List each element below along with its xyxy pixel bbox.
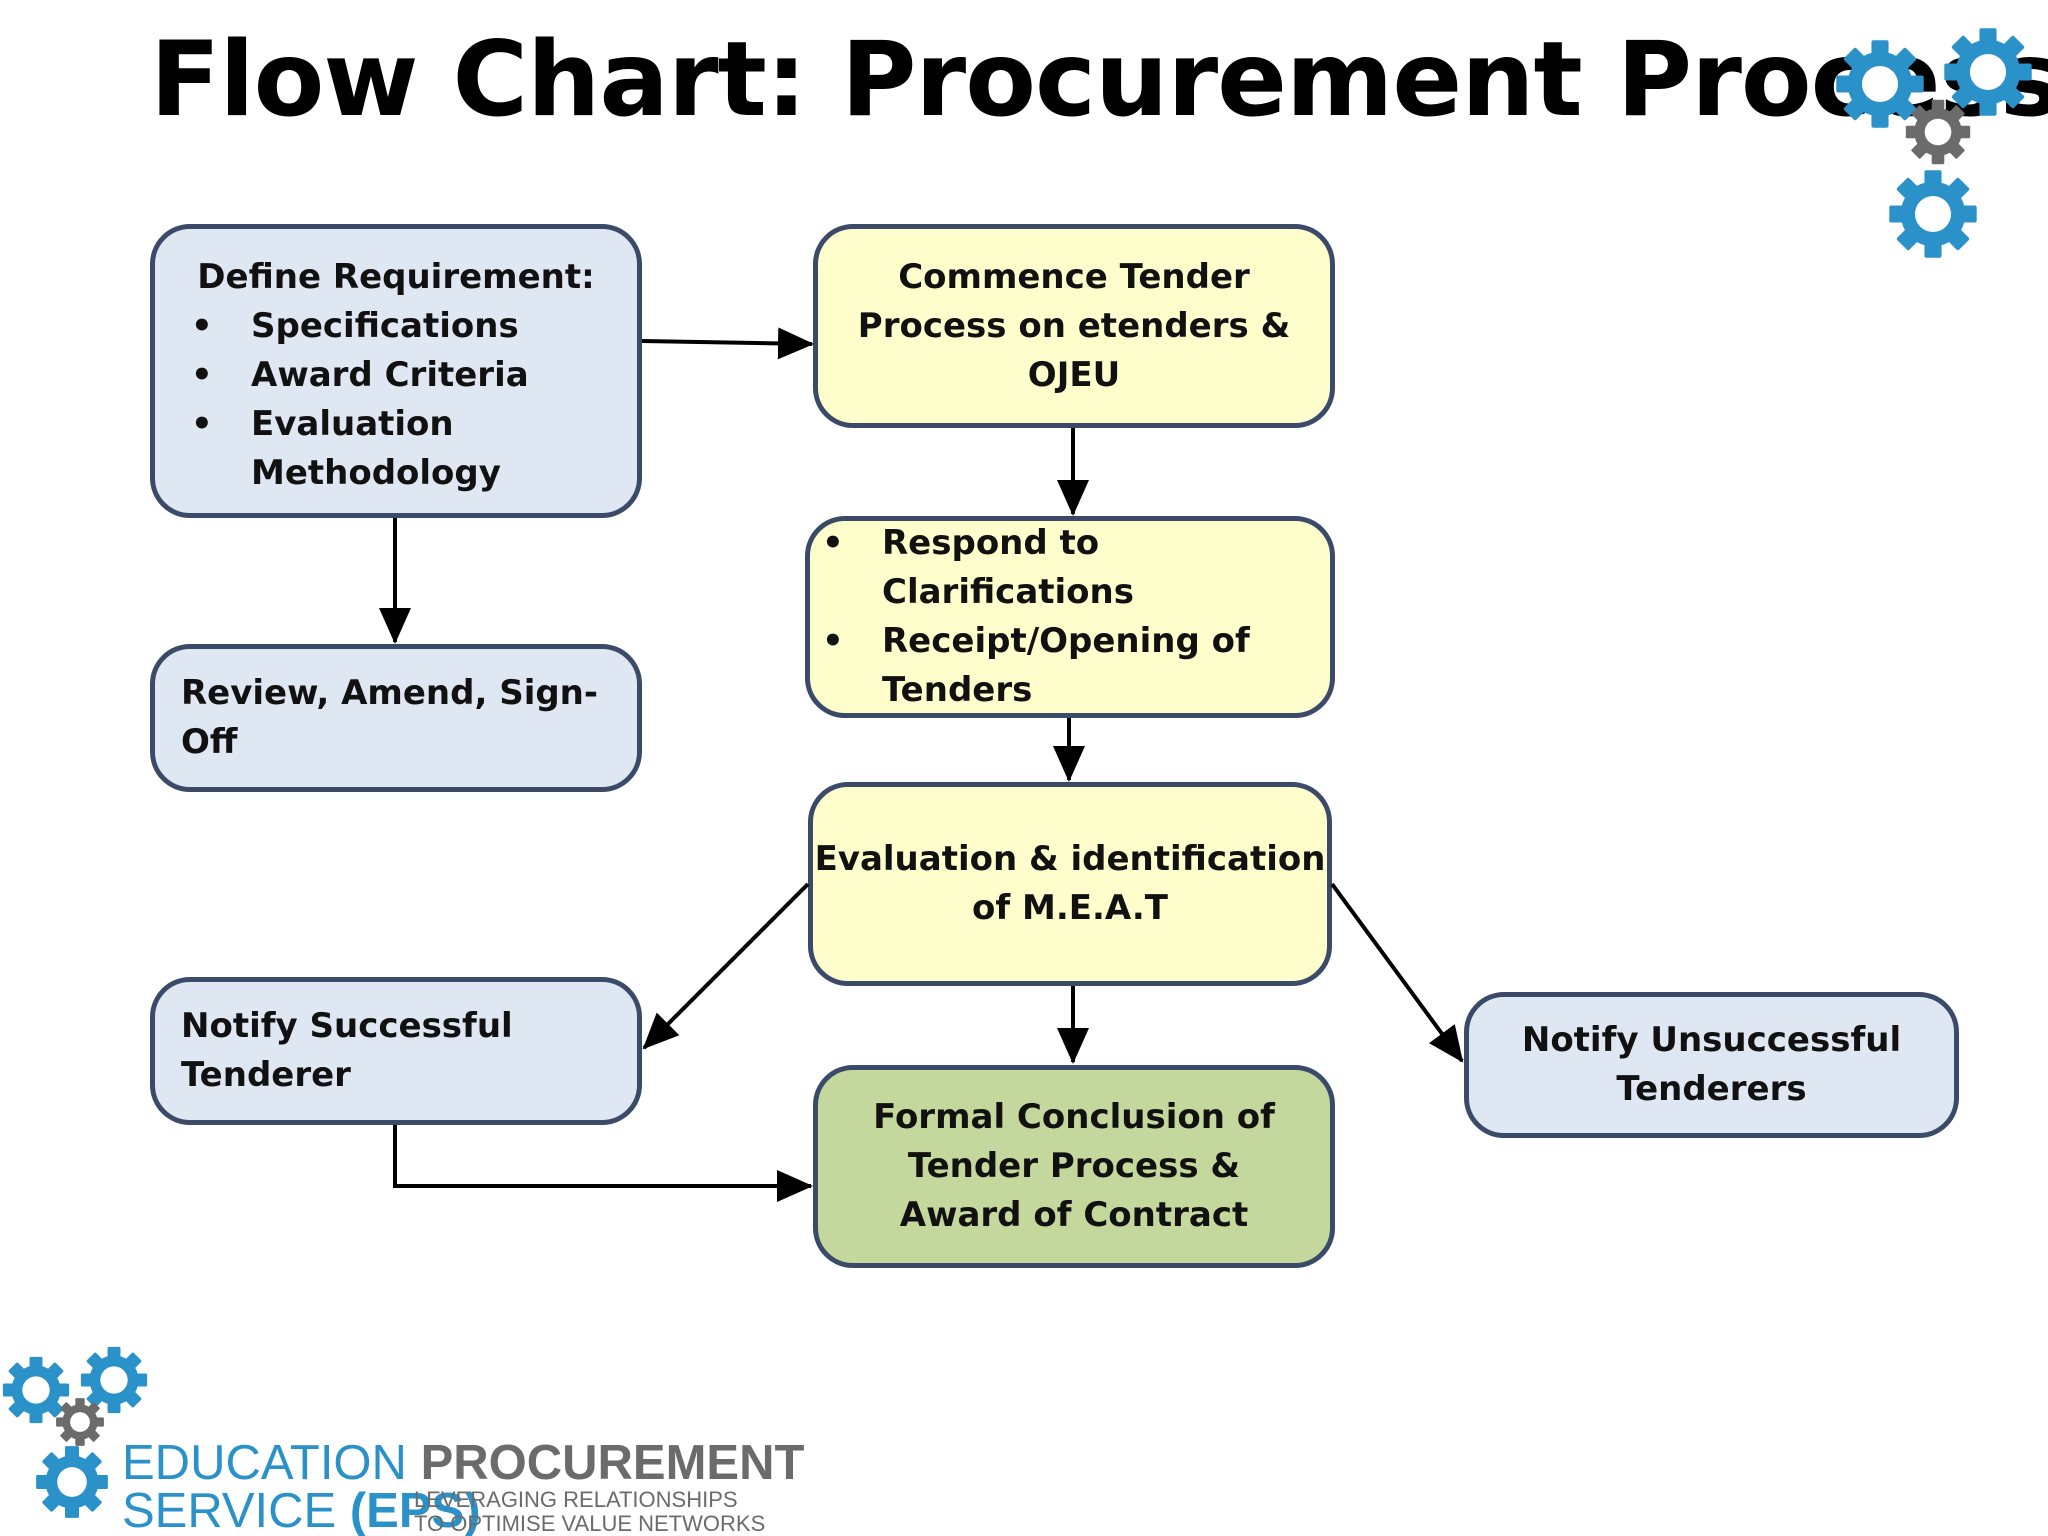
notify-successful-box: Notify Successful Tenderer bbox=[150, 977, 642, 1125]
commence-tender-box: Commence Tender Process on etenders & OJ… bbox=[813, 224, 1335, 428]
logo-word-procurement: PROCUREMENT bbox=[420, 1436, 805, 1490]
commence-tender-line: OJEU bbox=[1027, 354, 1121, 395]
notify-unsuccessful-line: Tenderers bbox=[1616, 1069, 1807, 1109]
notify-successful-line: Tenderer bbox=[181, 1055, 351, 1095]
commence-tender-line: Commence Tender bbox=[898, 256, 1250, 297]
list-item: Award Criteria bbox=[191, 351, 617, 400]
formal-conclusion-line: Tender Process & bbox=[907, 1146, 1241, 1186]
logo-word-service: SERVICE bbox=[122, 1484, 337, 1536]
notify-unsuccessful-box: Notify Unsuccessful Tenderers bbox=[1464, 992, 1959, 1138]
arrow-evaluation-to-unsuccessful bbox=[1330, 882, 1464, 1063]
logo-word-eps: (EPS) bbox=[349, 1484, 481, 1536]
arrow-define-to-commence bbox=[641, 327, 814, 360]
arrow-successful-to-conclusion bbox=[393, 1125, 813, 1202]
arrow-evaluation-to-successful bbox=[642, 882, 810, 1050]
logo-line-1: EDUCATION PROCUREMENT bbox=[122, 1436, 804, 1490]
logo-tagline: LEVERAGING RELATIONSHIPS TO OPTIMISE VAL… bbox=[414, 1488, 765, 1536]
formal-conclusion-line: Award of Contract bbox=[899, 1195, 1249, 1235]
clarifications-list: Respond to Clarifications Receipt/Openin… bbox=[822, 519, 1330, 715]
logo-line-2: SERVICE (EPS) bbox=[122, 1484, 481, 1536]
logo-tagline-line: TO OPTIMISE VALUE NETWORKS bbox=[414, 1511, 766, 1536]
clarifications-box: Respond to Clarifications Receipt/Openin… bbox=[805, 516, 1335, 718]
list-item: Receipt/Opening of Tenders bbox=[822, 617, 1262, 715]
review-text: Review, Amend, Sign-Off bbox=[181, 673, 598, 762]
evaluation-line: Evaluation & identification bbox=[814, 839, 1326, 879]
review-box: Review, Amend, Sign-Off bbox=[150, 644, 642, 792]
list-item: Respond to Clarifications bbox=[822, 519, 1330, 617]
list-item: Evaluation Methodology bbox=[191, 400, 511, 498]
evaluation-box: Evaluation & identification of M.E.A.T bbox=[808, 782, 1332, 986]
notify-successful-line: Notify Successful bbox=[181, 1006, 513, 1046]
evaluation-line: of M.E.A.T bbox=[972, 888, 1168, 928]
formal-conclusion-box: Formal Conclusion of Tender Process & Aw… bbox=[813, 1065, 1335, 1268]
define-requirement-box: Define Requirement: Specifications Award… bbox=[150, 224, 642, 518]
commence-tender-line: Process on etenders & bbox=[857, 305, 1291, 346]
page-title: Flow Chart: Procurement Process bbox=[150, 20, 2048, 140]
define-requirement-list: Specifications Award Criteria Evaluation… bbox=[175, 302, 617, 498]
logo-word-education: EDUCATION bbox=[122, 1436, 407, 1490]
logo-tagline-line: LEVERAGING RELATIONSHIPS bbox=[414, 1487, 738, 1512]
define-requirement-heading: Define Requirement: bbox=[197, 257, 595, 297]
formal-conclusion-line: Formal Conclusion of bbox=[873, 1097, 1275, 1137]
notify-unsuccessful-line: Notify Unsuccessful bbox=[1521, 1020, 1902, 1060]
list-item: Specifications bbox=[191, 302, 617, 351]
